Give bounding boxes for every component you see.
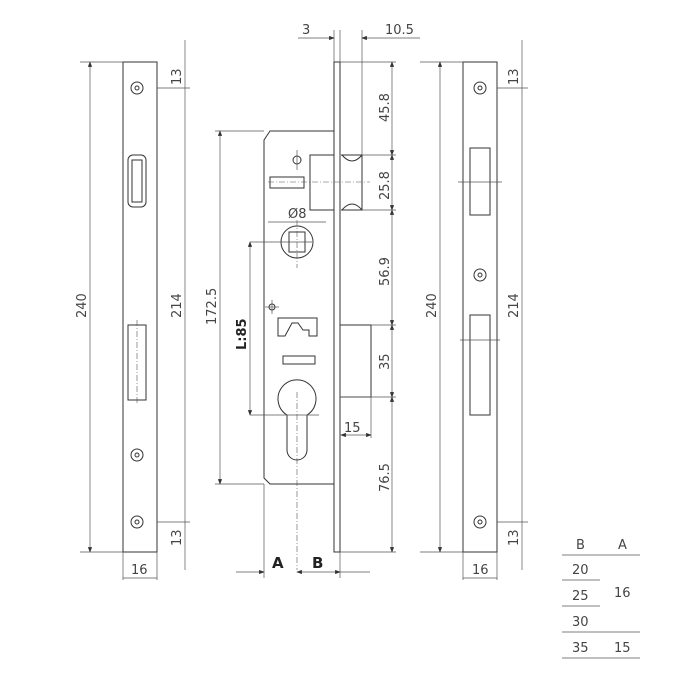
table-b-value: 25 xyxy=(572,589,589,604)
table-a-value: 16 xyxy=(614,586,631,601)
right-height-label: 240 xyxy=(425,293,440,318)
latch-height-label: 25.8 xyxy=(378,171,393,200)
left-bottom-offset-label: 13 xyxy=(170,529,185,546)
bolt-height-label: 35 xyxy=(378,353,393,370)
latch-to-bolt-label: 56.9 xyxy=(378,257,393,286)
dim-a-label: A xyxy=(272,554,284,572)
table-header-b: B xyxy=(576,538,585,553)
left-top-offset-label: 13 xyxy=(170,68,185,85)
left-height-label: 240 xyxy=(75,293,90,318)
left-hole-spacing-label: 214 xyxy=(170,293,185,318)
left-width-label: 16 xyxy=(131,563,148,578)
bolt-to-bottom-label: 76.5 xyxy=(378,463,393,492)
dim-b-label: B xyxy=(312,554,323,572)
table-a-value: 15 xyxy=(614,641,631,656)
table-b-value: 20 xyxy=(572,563,589,578)
lock-body xyxy=(215,30,420,578)
latch-projection-label: 10.5 xyxy=(385,23,414,38)
center-distance-label: L:85 xyxy=(235,318,250,350)
table-header-a: A xyxy=(618,538,627,553)
top-to-latch-label: 45.8 xyxy=(378,93,393,122)
table-b-value: 30 xyxy=(572,615,589,630)
right-hole-spacing-label: 214 xyxy=(507,293,522,318)
right-top-offset-label: 13 xyxy=(507,68,522,85)
case-height-label: 172.5 xyxy=(205,288,220,325)
spindle-label: Ø8 xyxy=(288,207,307,222)
bolt-throw-label: 15 xyxy=(344,421,361,436)
table-b-value: 35 xyxy=(572,641,589,656)
dimension-table xyxy=(562,554,640,659)
forend-thickness-label: 3 xyxy=(302,23,310,38)
left-faceplate xyxy=(80,40,190,580)
right-bottom-offset-label: 13 xyxy=(507,529,522,546)
right-faceplate xyxy=(420,40,528,580)
right-width-label: 16 xyxy=(472,563,489,578)
